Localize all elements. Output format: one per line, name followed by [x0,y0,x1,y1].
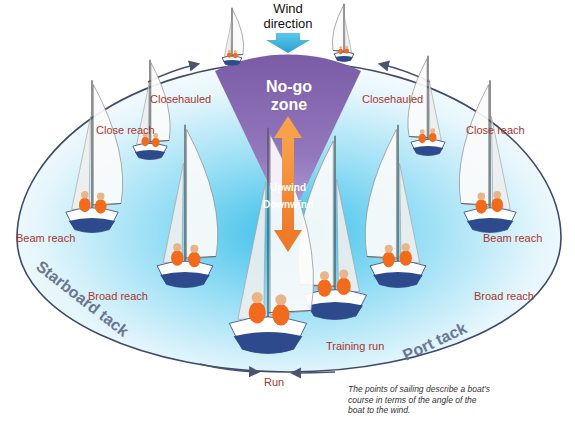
point-of-sail-label: Broad reach [88,290,148,303]
course-ellipse [17,62,561,372]
dinghy [332,4,354,62]
point-of-sail-label: Broad reach [474,290,534,303]
point-of-sail-label: Closehauled [362,93,423,106]
wind-label: Wind direction [253,2,323,32]
dinghy [133,60,170,160]
axis-label: Upwind [253,182,323,194]
wind-axis-arrow [274,116,302,138]
tack-label: Port tack [386,313,484,372]
point-of-sail-label: Beam reach [483,232,542,245]
dinghy [459,80,516,232]
dinghy [365,125,426,288]
axis-label: Downwind [253,199,323,211]
dinghy [157,125,218,288]
wind-axis-arrow [274,230,302,252]
dinghy [408,56,445,156]
point-of-sail-label: Run [264,376,284,389]
wind-arrow [266,33,310,53]
point-of-sail-label: Training run [326,340,384,353]
dinghy [66,80,123,232]
zone-title: No-go zone [254,78,324,114]
point-of-sail-label: Beam reach [16,232,75,245]
point-of-sail-label: Closehauled [150,93,211,106]
dinghy [222,8,244,66]
point-of-sail-label: Close reach [96,124,155,137]
course-arrow [200,364,258,372]
course-arrow [292,372,335,373]
dinghy [229,128,313,354]
figure-caption: The points of sailing describe a boat's … [348,384,493,416]
point-of-sail-label: Close reach [466,124,525,137]
